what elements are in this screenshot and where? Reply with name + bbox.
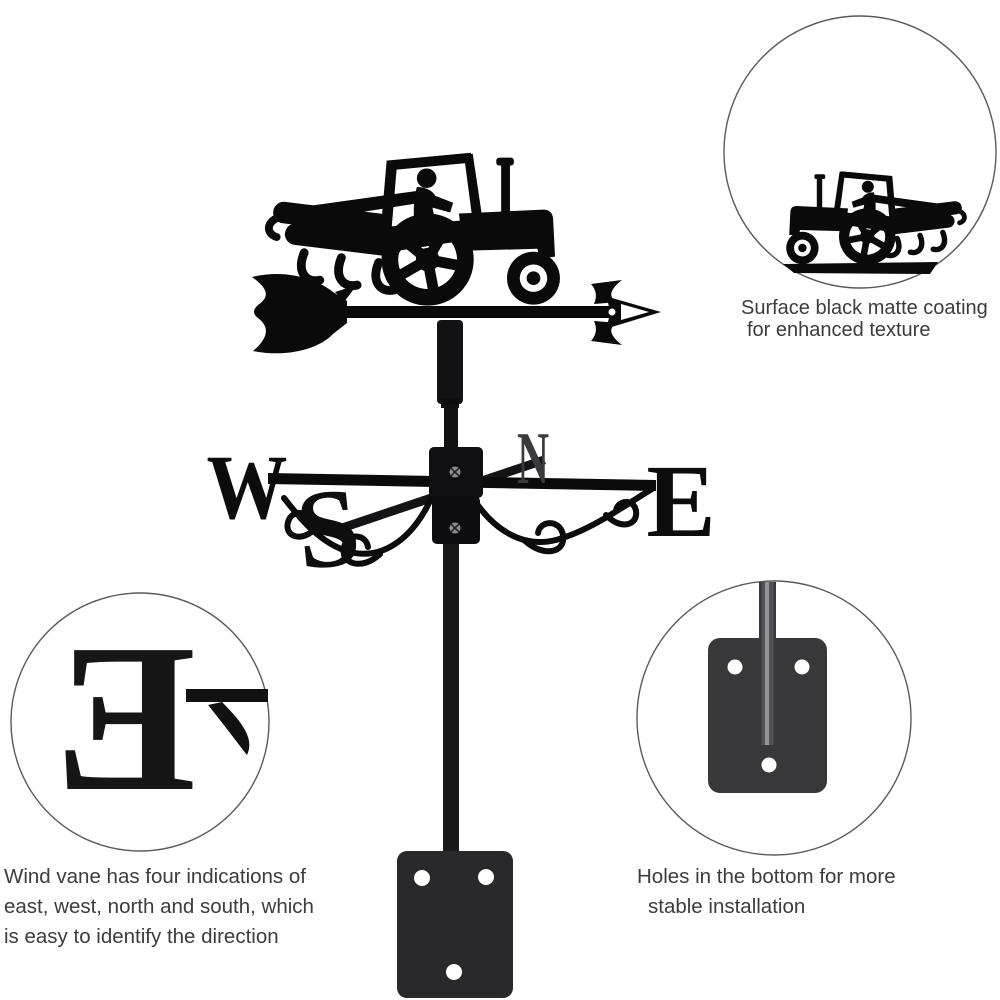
mast-rod <box>443 542 459 854</box>
arrow-fletching <box>252 273 347 354</box>
scroll-cutout <box>245 724 259 738</box>
compass-letter-east: E <box>646 444 715 559</box>
mirrored-letter-e: E <box>55 600 196 835</box>
screw-hole <box>478 869 494 885</box>
letter-arm-bar <box>186 689 268 702</box>
directions-note-line-2: east, west, north and south, which <box>4 895 314 918</box>
hub-screw <box>447 464 463 480</box>
hub-assembly <box>429 447 483 544</box>
callout-direction-circle: E <box>10 592 270 852</box>
hub-screw <box>447 520 463 536</box>
installation-note-line-2: stable installation <box>648 895 806 918</box>
directions-note-line-3: is easy to identify the direction <box>4 925 279 948</box>
screw-hole <box>446 964 462 980</box>
detail-letter: E <box>55 600 196 835</box>
arrow-head <box>591 280 661 345</box>
mounting-plate <box>397 851 513 998</box>
scrollwork-ornament <box>281 486 655 567</box>
direction-arrow <box>252 273 661 354</box>
coating-note-line-1: Surface black matte coating <box>741 297 988 319</box>
installation-note: Holes in the bottom for more stable inst… <box>637 862 896 922</box>
directions-note-line-1: Wind vane has four indications of <box>4 865 306 888</box>
compass-letter-north: N <box>517 419 549 500</box>
installation-note-line-1: Holes in the bottom for more <box>637 865 896 888</box>
directions-note: Wind vane has four indications of east, … <box>4 862 314 952</box>
screw-hole <box>727 659 743 675</box>
compass-letter-south: S <box>291 464 366 594</box>
compass-letter-west: W <box>207 436 288 538</box>
screw-hole <box>414 870 430 886</box>
mast-rod-rear <box>759 582 776 745</box>
callout-coating-circle <box>723 15 997 289</box>
coating-note: Surface black matte coating for enhanced… <box>741 297 988 341</box>
coating-note-line-2: for enhanced texture <box>747 319 931 341</box>
screw-hole <box>761 757 777 773</box>
scroll-spur <box>208 702 250 755</box>
main-weathervane: W N E S <box>207 153 716 998</box>
screw-hole <box>794 659 810 675</box>
fletching-thorn <box>335 285 357 302</box>
spindle-sleeve <box>437 320 463 452</box>
callout-installation-circle <box>636 580 912 856</box>
arrow-shaft <box>336 306 610 318</box>
ground-bar <box>783 262 938 274</box>
